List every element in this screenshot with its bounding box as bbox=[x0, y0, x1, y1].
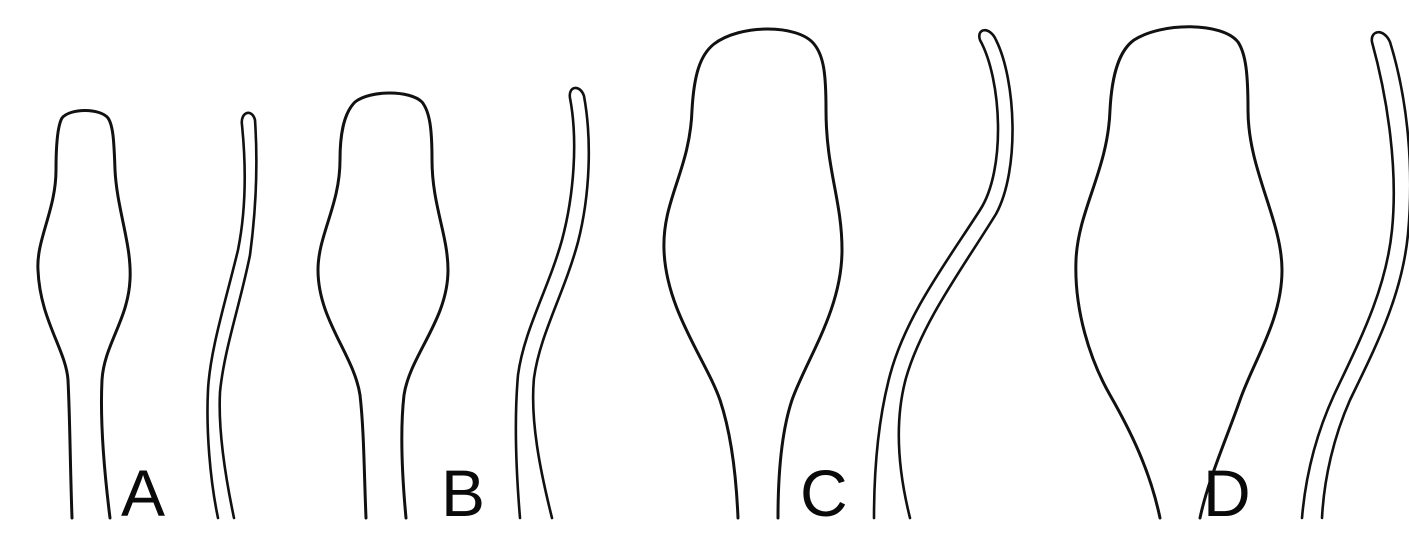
panel-d: D bbox=[1076, 27, 1409, 530]
panel-a-side-view-outline bbox=[207, 113, 256, 518]
panel-c-label: C bbox=[800, 456, 848, 530]
panel-b-front-view-outline bbox=[318, 93, 448, 518]
panel-c-side-view-outline bbox=[874, 30, 1013, 518]
panel-c-front-view-outline bbox=[664, 29, 842, 518]
panel-b-label: B bbox=[441, 456, 485, 530]
panel-c: C bbox=[664, 29, 1013, 530]
panel-d-side-view-outline bbox=[1302, 32, 1409, 518]
panel-a-label: A bbox=[121, 456, 165, 530]
panel-a-front-view-outline bbox=[38, 111, 130, 519]
panel-a: A bbox=[38, 111, 257, 531]
panel-d-label: D bbox=[1203, 456, 1251, 530]
panel-b-side-view-outline bbox=[516, 88, 589, 518]
panel-b: B bbox=[318, 88, 589, 530]
panel-d-front-view-outline bbox=[1076, 27, 1282, 518]
